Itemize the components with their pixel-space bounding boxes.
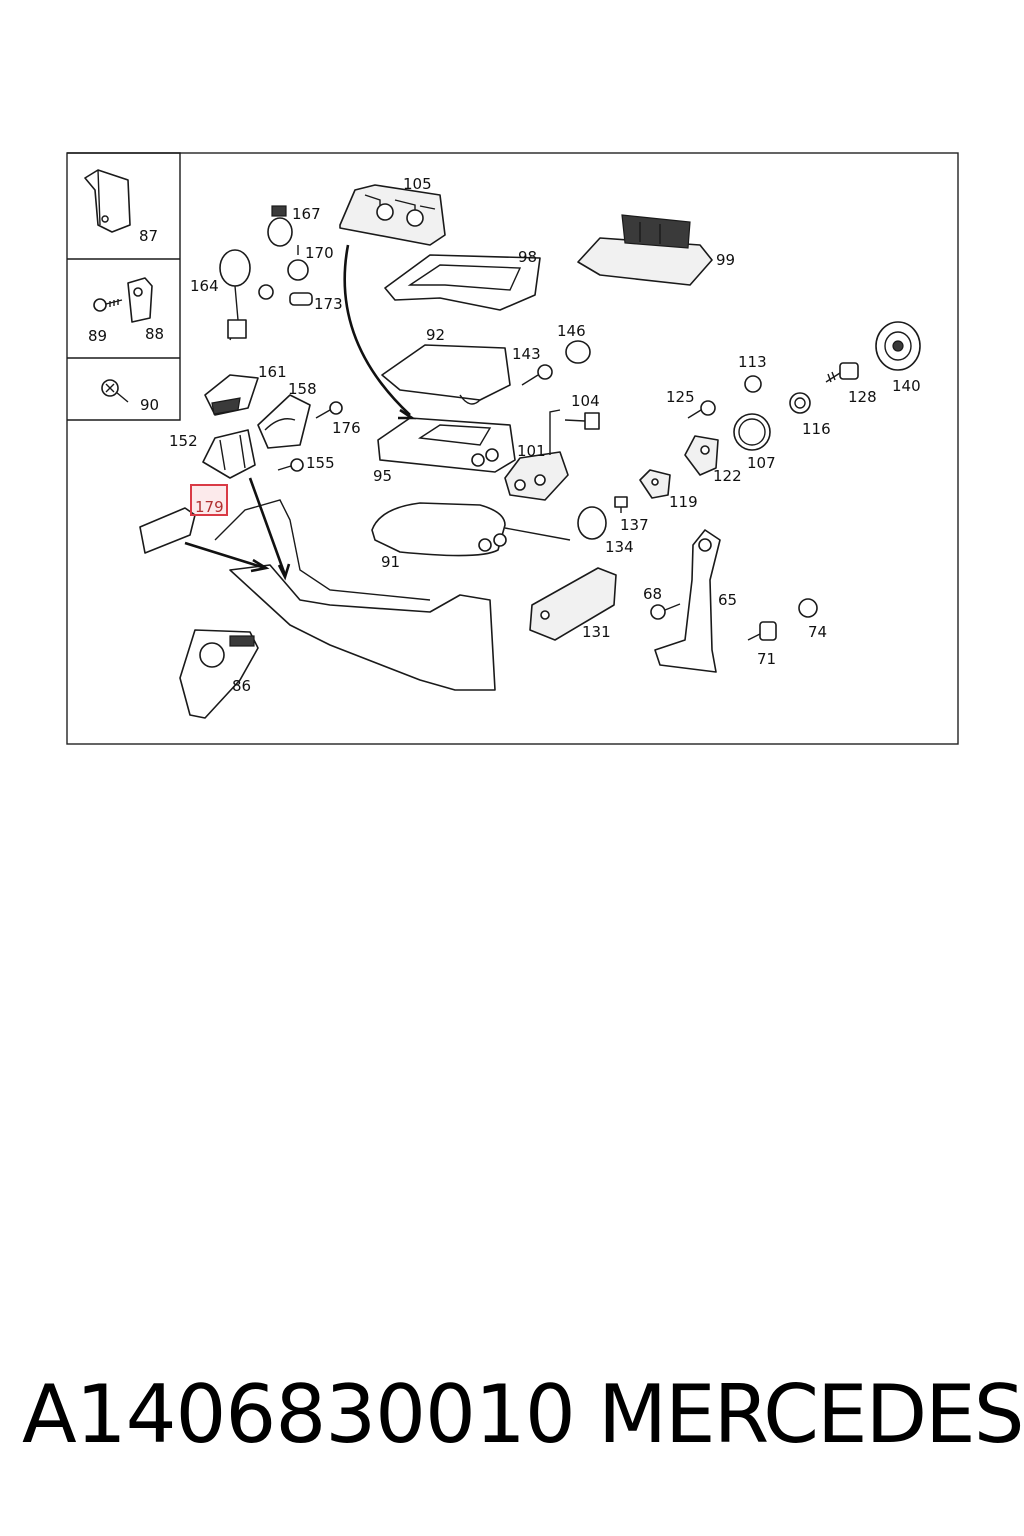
- part-134-disc[interactable]: [577, 506, 607, 540]
- label-158[interactable]: 158: [288, 380, 317, 398]
- label-71[interactable]: 71: [757, 650, 776, 668]
- part-71-fitting[interactable]: [747, 621, 777, 641]
- part-86-shift-plate[interactable]: [179, 629, 259, 719]
- label-161[interactable]: 161: [258, 363, 287, 381]
- label-107[interactable]: 107: [747, 454, 776, 472]
- part-113-nut[interactable]: [744, 375, 762, 393]
- label-95[interactable]: 95: [373, 467, 392, 485]
- highlight-box-179: [190, 484, 228, 516]
- part-116-ring[interactable]: [789, 392, 811, 414]
- label-104[interactable]: 104: [571, 392, 600, 410]
- label-155[interactable]: 155: [306, 454, 335, 472]
- part-87-bracket[interactable]: [84, 169, 131, 233]
- part-146-cap[interactable]: [565, 340, 591, 364]
- label-116[interactable]: 116: [802, 420, 831, 438]
- label-74[interactable]: 74: [808, 623, 827, 641]
- part-137-clip[interactable]: [614, 496, 628, 513]
- part-number: A1406830010: [22, 1368, 576, 1461]
- label-119[interactable]: 119: [669, 493, 698, 511]
- part-164-socket[interactable]: [219, 249, 251, 341]
- label-146[interactable]: 146: [557, 322, 586, 340]
- part-98-bezel[interactable]: [384, 254, 541, 311]
- part-128-bolt[interactable]: [825, 362, 859, 383]
- part-info-footer: A1406830010 MERCEDES: [0, 1368, 1024, 1478]
- part-99-cover[interactable]: [577, 214, 713, 286]
- label-89[interactable]: 89: [88, 327, 107, 345]
- label-105[interactable]: 105: [403, 175, 432, 193]
- part-68-screw[interactable]: [650, 603, 681, 620]
- label-143[interactable]: 143: [512, 345, 541, 363]
- part-104-screw[interactable]: [564, 412, 600, 430]
- part-167-lighter[interactable]: [267, 205, 293, 247]
- part-131-box[interactable]: [529, 567, 617, 641]
- part-88-clip[interactable]: [127, 277, 153, 323]
- part-140-knob[interactable]: [875, 321, 921, 371]
- label-173[interactable]: 173: [314, 295, 343, 313]
- part-152-holder[interactable]: [202, 429, 256, 479]
- label-92[interactable]: 92: [426, 326, 445, 344]
- part-74-clip[interactable]: [798, 598, 818, 618]
- part-125-screw[interactable]: [687, 400, 716, 419]
- label-122[interactable]: 122: [713, 467, 742, 485]
- brand-name: MERCEDES: [598, 1368, 1024, 1461]
- label-101[interactable]: 101: [517, 442, 546, 460]
- part-65-bracket[interactable]: [654, 529, 721, 673]
- label-131[interactable]: 131: [582, 623, 611, 641]
- label-87[interactable]: 87: [139, 227, 158, 245]
- part-155-screw[interactable]: [277, 458, 304, 472]
- part-91-armrest[interactable]: [371, 502, 571, 557]
- part-143-screw[interactable]: [521, 364, 553, 386]
- part-107-ring[interactable]: [733, 413, 771, 451]
- assembly-arrows: [184, 244, 417, 581]
- part-101-bracket[interactable]: [504, 409, 569, 501]
- label-176[interactable]: 176: [332, 419, 361, 437]
- part-158-insert[interactable]: [257, 394, 311, 449]
- label-128[interactable]: 128: [848, 388, 877, 406]
- part-90-screw[interactable]: [101, 379, 129, 403]
- part-179-cover[interactable]: [139, 507, 196, 554]
- callout-labels: 87 88 89 90 105 167 170 164 173 98 99 92…: [88, 175, 921, 695]
- label-65[interactable]: 65: [718, 591, 737, 609]
- label-164[interactable]: 164: [190, 277, 219, 295]
- label-140[interactable]: 140: [892, 377, 921, 395]
- label-113[interactable]: 113: [738, 353, 767, 371]
- label-152[interactable]: 152: [169, 432, 198, 450]
- label-167[interactable]: 167: [292, 205, 321, 223]
- label-88[interactable]: 88: [145, 325, 164, 343]
- part-161-ashtray[interactable]: [204, 374, 259, 416]
- part-95-tray[interactable]: [377, 417, 516, 473]
- inset-boxes: [67, 152, 181, 421]
- part-122-plate[interactable]: [684, 435, 719, 476]
- part-92-cover[interactable]: [381, 344, 511, 405]
- label-90[interactable]: 90: [140, 396, 159, 414]
- part-89-screw[interactable]: [93, 298, 123, 312]
- label-86[interactable]: 86: [232, 677, 251, 695]
- label-98[interactable]: 98: [518, 248, 537, 266]
- part-105-cupholder[interactable]: [339, 184, 446, 246]
- label-99[interactable]: 99: [716, 251, 735, 269]
- part-170-knob[interactable]: [287, 245, 309, 281]
- label-134[interactable]: 134: [605, 538, 634, 556]
- label-170[interactable]: 170: [305, 244, 334, 262]
- label-137[interactable]: 137: [620, 516, 649, 534]
- label-125[interactable]: 125: [666, 388, 695, 406]
- label-68[interactable]: 68: [643, 585, 662, 603]
- part-176-screw[interactable]: [315, 401, 343, 419]
- center-console[interactable]: [214, 499, 496, 691]
- part-173-bulb[interactable]: [258, 284, 313, 306]
- label-179[interactable]: 179: [195, 498, 224, 516]
- label-91[interactable]: 91: [381, 553, 400, 571]
- part-119-plate[interactable]: [639, 469, 671, 499]
